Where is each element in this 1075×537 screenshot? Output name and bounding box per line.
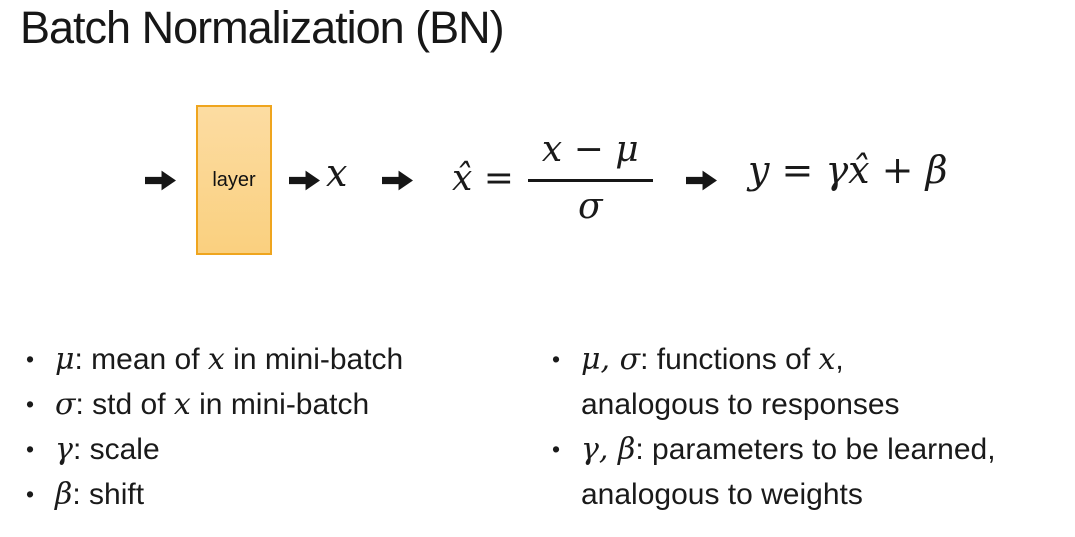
flow-arrow-icon [289, 170, 320, 191]
flow-arrow-icon [145, 170, 176, 191]
bullet-list-definitions: • μ: mean of x in mini-batch • σ: std of… [18, 337, 528, 517]
page-title: Batch Normalization (BN) [20, 2, 505, 53]
bullet-dot-icon: • [552, 346, 561, 372]
bullet-item-beta: • β: shift [18, 472, 528, 517]
bullet-item-mu: • μ: mean of x in mini-batch [18, 337, 528, 382]
bullet-item-gamma: • γ: scale [18, 427, 528, 472]
bullet-dot-icon: • [26, 481, 35, 507]
bullet-text: μ: mean of x in mini-batch [55, 342, 404, 377]
fraction-denominator: σ [578, 186, 603, 227]
bullet-dot-icon: • [26, 346, 35, 372]
flow-arrow-icon [686, 170, 717, 191]
bullet-dot-icon: • [26, 436, 35, 462]
bullet-item-gamma-beta: • γ, β: parameters to be learned, [544, 427, 1072, 472]
bullet-list-analogies: • μ, σ: functions of x, analogous to res… [544, 337, 1072, 517]
layer-box-label: layer [212, 168, 256, 191]
formula-scale-shift: y = γx̂ + β [748, 148, 948, 192]
fraction: x − μ σ [527, 128, 653, 229]
formula-normalize: x̂ = x − μ σ [452, 128, 653, 229]
bullet-dot-icon: • [552, 436, 561, 462]
bullet-text-continuation: analogous to weights [581, 478, 863, 511]
bullet-text: γ, β: parameters to be learned, [581, 432, 996, 467]
bullet-text: σ: std of x in mini-batch [55, 387, 370, 422]
math-x-label: x [326, 151, 348, 195]
layer-box: layer [196, 105, 272, 255]
formula-normalize-lhs: x̂ = [452, 158, 514, 199]
bullet-item-mu-sigma: • μ, σ: functions of x, [544, 337, 1072, 382]
bullet-text: γ: scale [55, 432, 160, 467]
bullet-text-continuation: analogous to responses [581, 388, 900, 421]
bullet-item-sigma: • σ: std of x in mini-batch [18, 382, 528, 427]
flow-arrow-icon [382, 170, 413, 191]
fraction-numerator: x − μ [527, 128, 653, 182]
bullet-text: β: shift [55, 477, 145, 512]
bullet-dot-icon: • [26, 391, 35, 417]
bullet-text: μ, σ: functions of x, [581, 342, 844, 377]
